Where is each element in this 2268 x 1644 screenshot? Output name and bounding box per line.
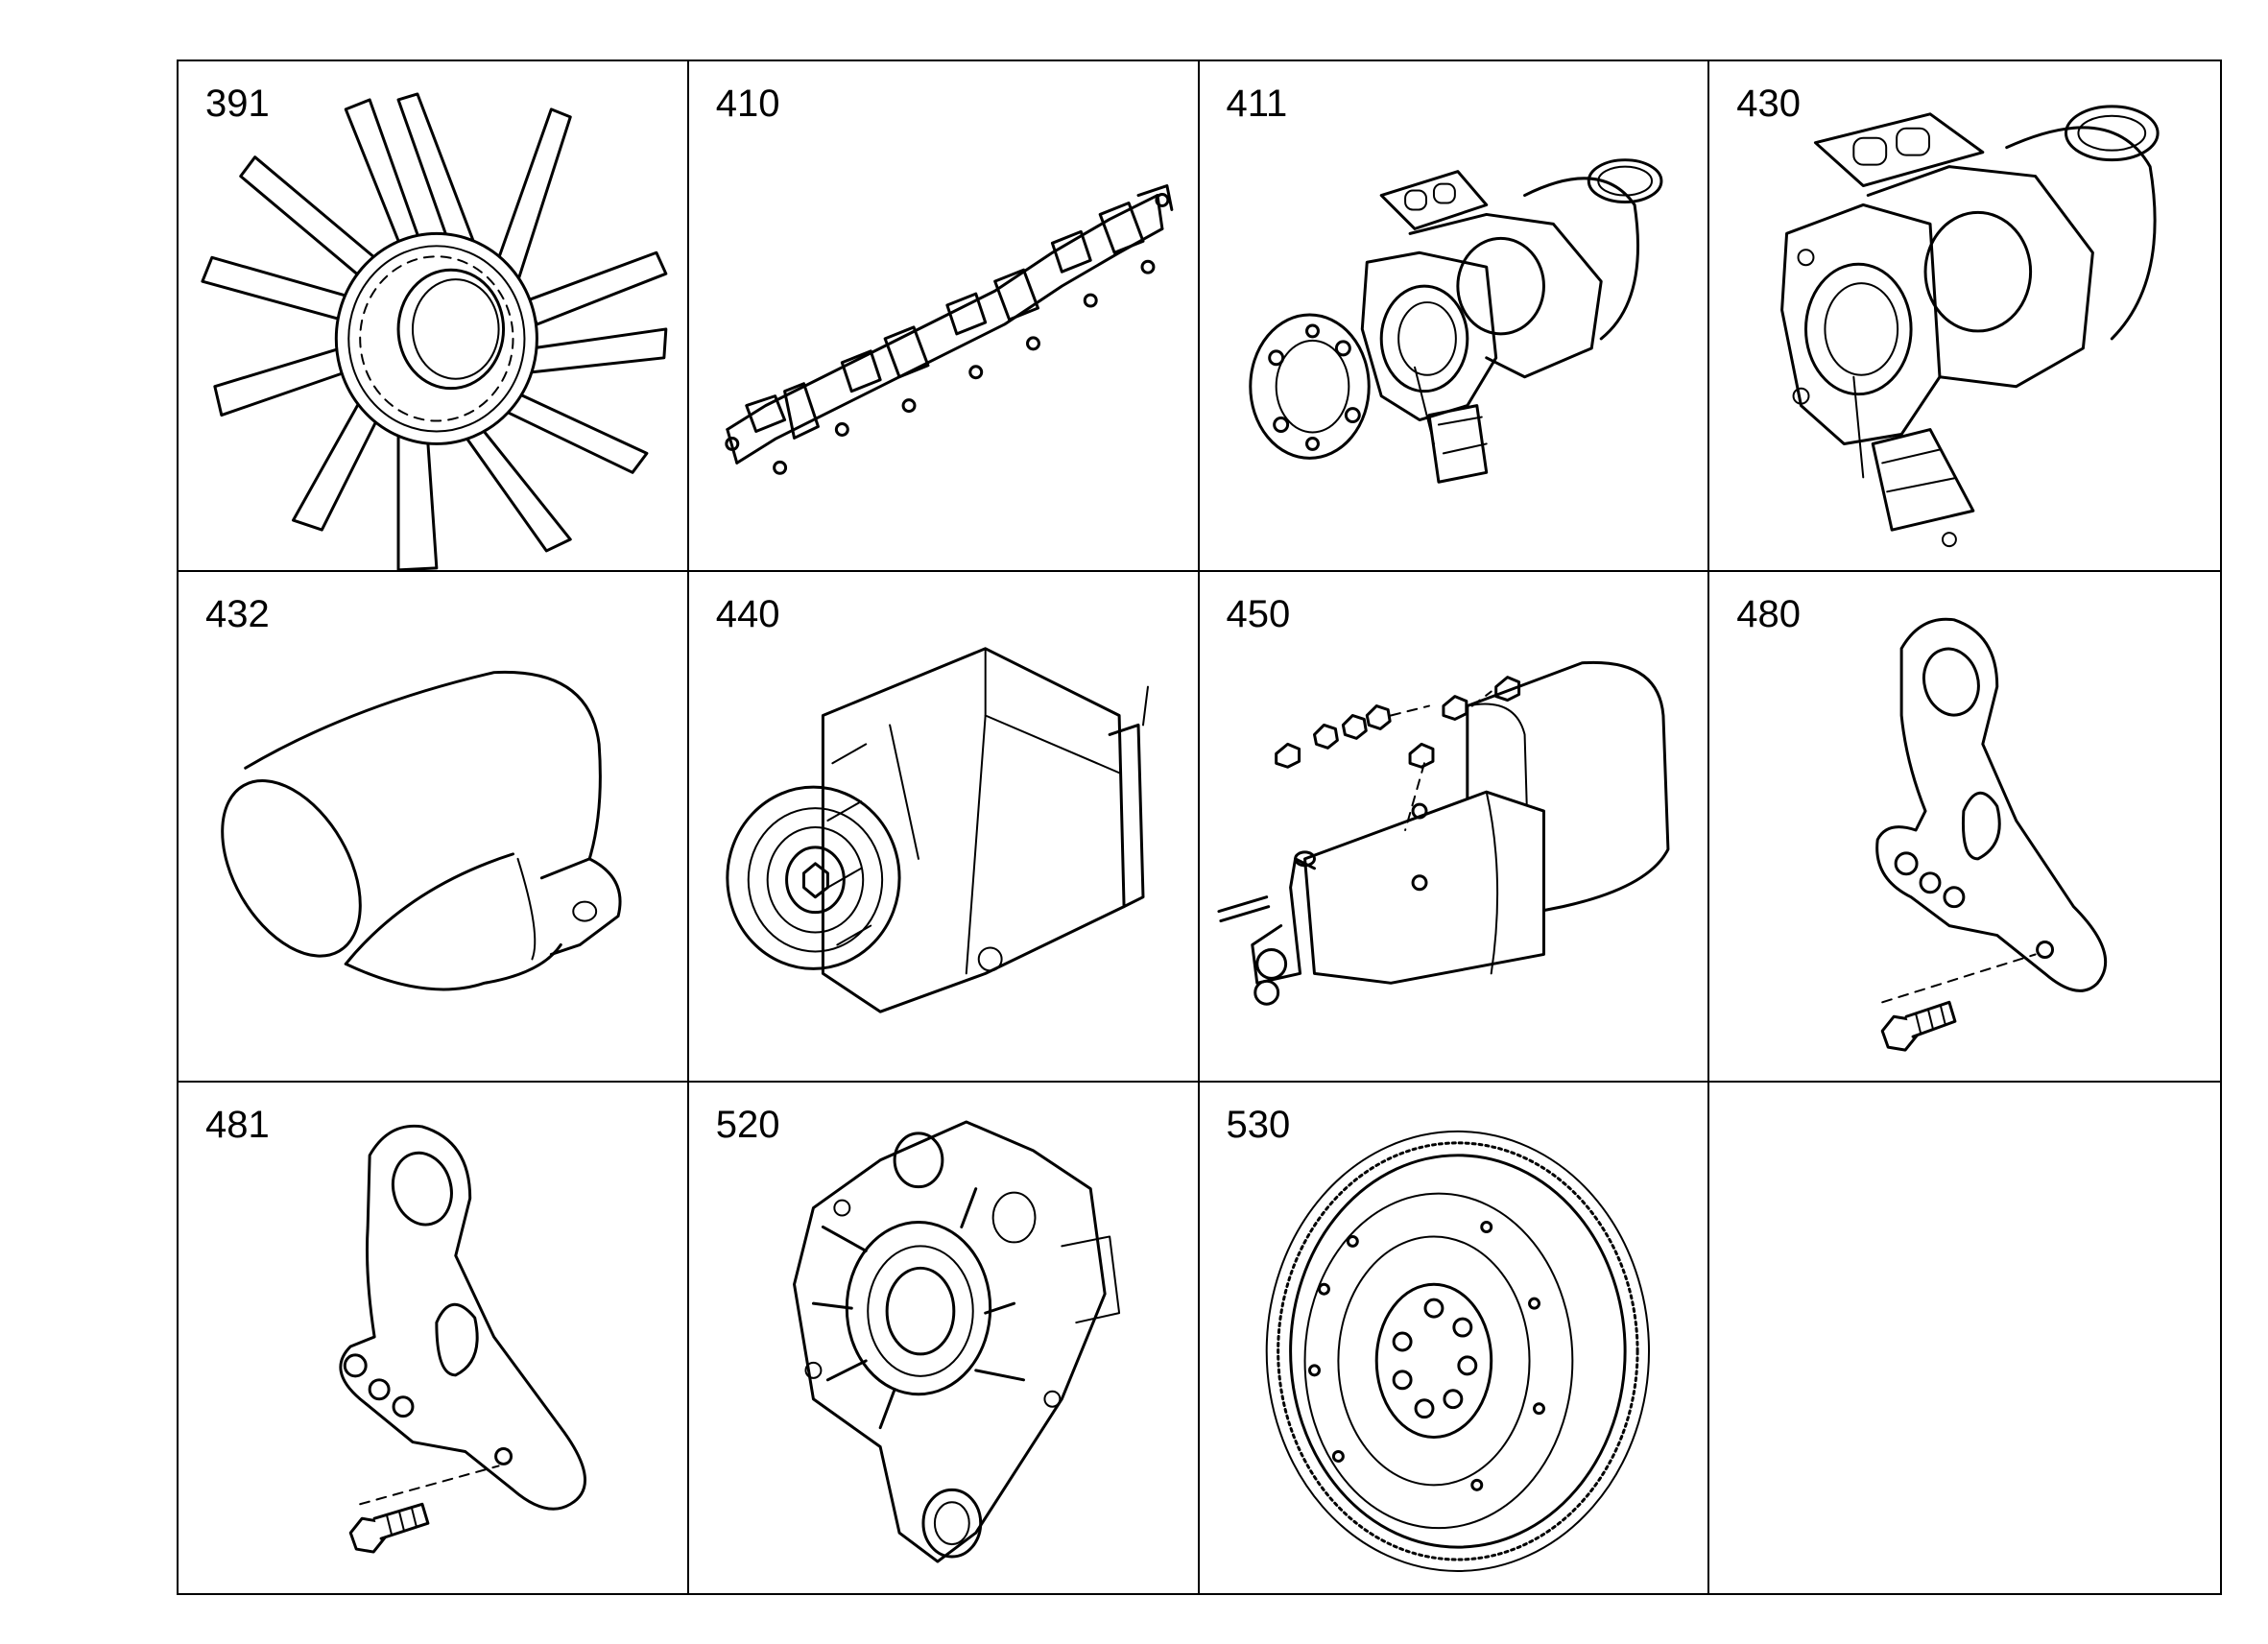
part-number: 480 (1736, 593, 1801, 635)
part-cell-411[interactable]: 411 (1199, 61, 1710, 572)
empty-cell (1709, 1083, 2220, 1593)
lifting-bracket-icon (1875, 617, 2108, 1052)
part-cell-450[interactable]: 450 (1199, 572, 1710, 1083)
part-number: 391 (205, 83, 270, 125)
fan-icon (201, 92, 668, 570)
part-cell-530[interactable]: 530 (1200, 1083, 1710, 1593)
part-cell-410[interactable]: 410 (688, 61, 1200, 572)
part-number: 450 (1226, 593, 1291, 635)
turbocharger-icon (1780, 105, 2160, 548)
part-number: 440 (715, 593, 780, 635)
part-cell-432[interactable]: 432 (179, 572, 689, 1083)
part-number: 432 (205, 593, 270, 635)
part-cell-481[interactable]: 481 (179, 1083, 689, 1593)
part-cell-391[interactable]: 391 (179, 61, 689, 572)
parts-grid: 391 (177, 60, 2222, 1595)
part-cell-440[interactable]: 440 (688, 572, 1200, 1083)
part-number: 410 (715, 83, 780, 125)
flywheel-icon (1265, 1130, 1650, 1572)
alternator-icon (726, 647, 1149, 1013)
part-cell-430[interactable]: 430 (1709, 61, 2220, 572)
part-number: 411 (1226, 83, 1288, 125)
part-cell-480[interactable]: 480 (1709, 572, 2220, 1083)
part-number: 530 (1226, 1104, 1291, 1146)
part-number: 520 (715, 1104, 780, 1146)
elbow-pipe-icon (221, 670, 622, 991)
starter-motor-icon (1216, 660, 1669, 1006)
part-number: 430 (1736, 83, 1801, 125)
flywheel-housing-icon (792, 1120, 1120, 1563)
turbocharger-with-gasket-icon (1248, 158, 1662, 484)
lifting-bracket-icon (339, 1124, 586, 1554)
part-number: 481 (205, 1104, 270, 1146)
exhaust-manifold-icon (725, 184, 1174, 475)
part-cell-520[interactable]: 520 (689, 1083, 1200, 1593)
